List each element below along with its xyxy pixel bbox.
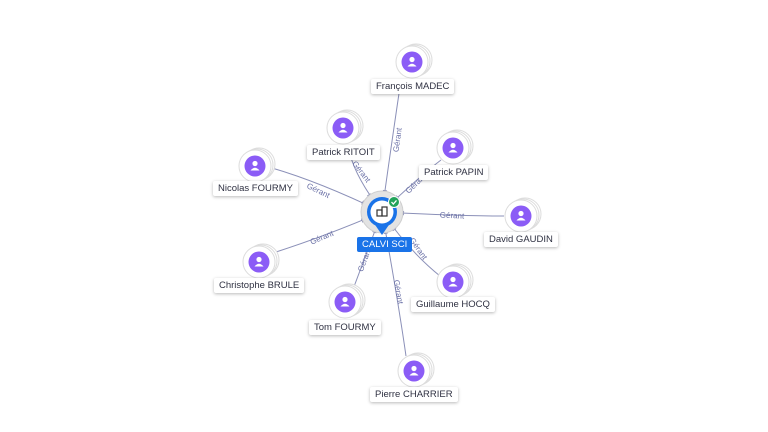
person-label-tom-fourmy[interactable]: Tom FOURMY [309, 320, 381, 335]
person-node-tom-fourmy[interactable] [328, 283, 366, 319]
center-company-label[interactable]: CALVI SCI [357, 237, 413, 252]
person-node-david-gaudin[interactable] [504, 197, 542, 233]
edge-label-christophe-brule: Gérant [309, 228, 336, 246]
person-node-guillaume-hocq[interactable] [436, 263, 474, 299]
person-icon [338, 122, 348, 133]
building-icon [376, 206, 388, 217]
person-icon [254, 256, 264, 267]
person-label-guillaume-hocq[interactable]: Guillaume HOCQ [411, 297, 495, 312]
person-node-patrick-ritoit[interactable] [326, 109, 364, 145]
person-node-christophe-brule[interactable] [242, 243, 280, 279]
nodes-layer [238, 43, 542, 388]
person-label-christophe-brule[interactable]: Christophe BRULE [214, 278, 305, 293]
person-label-patrick-papin[interactable]: Patrick PAPIN [419, 165, 489, 180]
person-label-francois-madec[interactable]: François MADEC [371, 79, 455, 94]
edge-label-david-gaudin: Gérant [440, 210, 466, 220]
person-icon [448, 276, 458, 287]
check-icon [388, 196, 400, 208]
person-label-pierre-charrier[interactable]: Pierre CHARRIER [370, 387, 458, 402]
center-company-node[interactable] [360, 190, 404, 235]
person-label-patrick-ritoit[interactable]: Patrick RITOIT [307, 145, 380, 160]
person-node-pierre-charrier[interactable] [397, 352, 435, 388]
person-node-francois-madec[interactable] [395, 43, 433, 79]
person-label-david-gaudin[interactable]: David GAUDIN [484, 232, 558, 247]
edge-label-pierre-charrier: Gérant [392, 279, 405, 305]
person-icon [407, 56, 417, 67]
person-icon [409, 365, 419, 376]
person-icon [448, 142, 458, 153]
person-node-nicolas-fourmy[interactable] [238, 147, 276, 183]
person-node-patrick-papin[interactable] [436, 129, 474, 165]
edge-label-francois-madec: Gérant [391, 126, 403, 152]
person-icon [516, 210, 526, 221]
person-label-nicolas-fourmy[interactable]: Nicolas FOURMY [213, 181, 298, 196]
person-icon [250, 160, 260, 171]
person-icon [340, 296, 350, 307]
